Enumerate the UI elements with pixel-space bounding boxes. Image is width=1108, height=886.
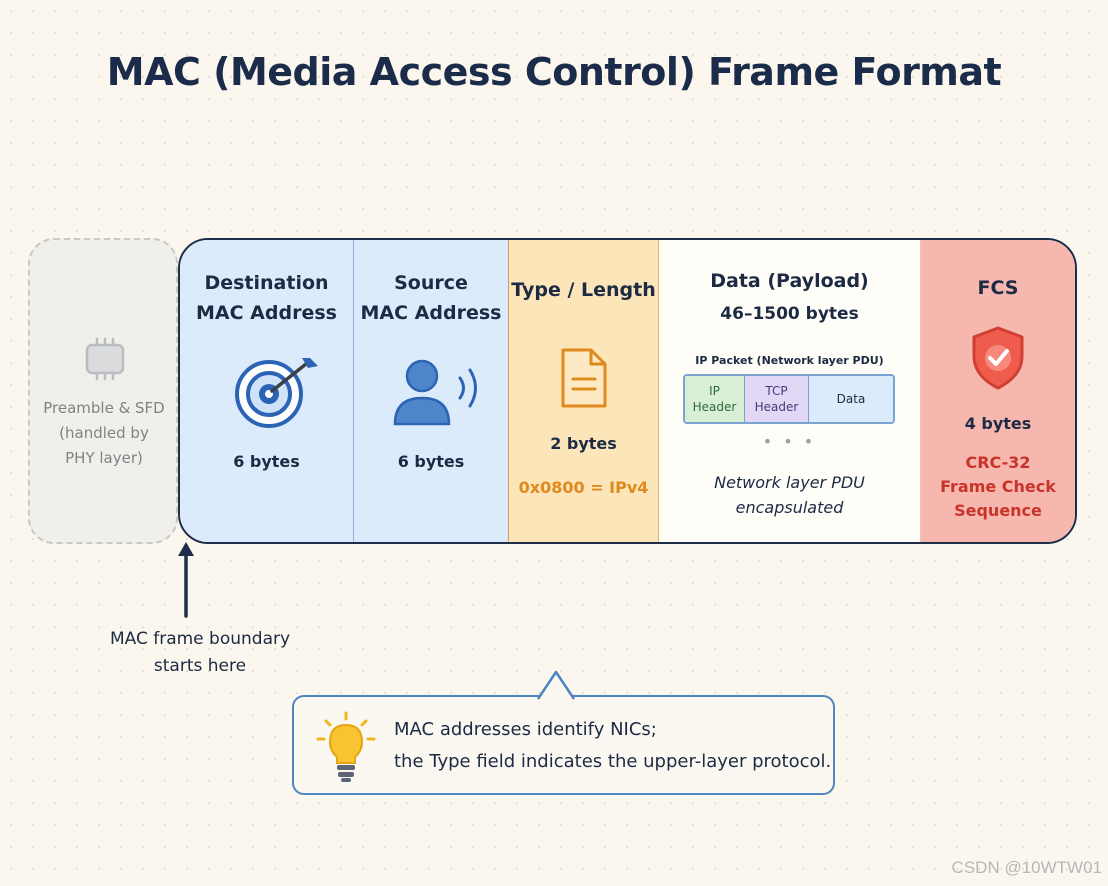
- destination-name: Destination MAC Address: [180, 268, 353, 328]
- source-name: Source MAC Address: [354, 268, 508, 328]
- tcp-header-cell: TCP Header: [745, 376, 809, 422]
- note-line-1: MAC addresses identify NICs;: [394, 719, 657, 740]
- field-data-payload: Data (Payload) 46–1500 bytes IP Packet (…: [659, 240, 921, 542]
- type-example: 0x0800 = IPv4: [518, 478, 649, 497]
- data-size: 46–1500 bytes: [720, 304, 859, 324]
- type-name: Type / Length: [511, 279, 656, 301]
- boundary-label: MAC frame boundary starts here: [100, 626, 300, 680]
- source-name-line-2: MAC Address: [360, 302, 502, 324]
- ip-header-line-1: IP: [709, 384, 720, 398]
- watermark: CSDN @10WTW01: [951, 858, 1102, 877]
- ip-packet-box: IP Header TCP Header Data: [683, 374, 895, 424]
- fcs-description: CRC-32 Frame Check Sequence: [921, 451, 1075, 523]
- page-title: MAC (Media Access Control) Frame Format: [106, 50, 1002, 94]
- note-line-2: the Type field indicates the upper-layer…: [394, 751, 832, 772]
- fcs-size: 4 bytes: [964, 414, 1032, 433]
- shield-check-icon: [972, 326, 1024, 390]
- destination-name-line-2: MAC Address: [196, 302, 337, 324]
- data-note-line-2: encapsulated: [735, 498, 844, 517]
- field-type-length: Type / Length 2 bytes 0x0800 = IPv4: [509, 240, 659, 542]
- tcp-header-line-1: TCP: [765, 384, 788, 398]
- field-fcs: FCS 4 bytes CRC-32 Frame Check Sequence: [921, 240, 1075, 542]
- data-note: Network layer PDU encapsulated: [659, 470, 920, 520]
- ip-packet-caption: IP Packet (Network layer PDU): [695, 354, 884, 367]
- ip-header-cell: IP Header: [685, 376, 745, 422]
- boundary-line-2: starts here: [153, 656, 247, 676]
- ip-header-line-2: Header: [692, 400, 737, 414]
- inner-data-cell: Data: [809, 376, 893, 422]
- fcs-name: FCS: [977, 277, 1019, 299]
- field-destination-mac: Destination MAC Address 6 bytes: [180, 240, 354, 542]
- user-broadcast-icon: [393, 359, 477, 426]
- fcs-desc-line-2: Frame Check: [940, 477, 1056, 496]
- document-icon: [561, 348, 607, 408]
- preamble-block: Preamble & SFD (handled by PHY layer): [28, 238, 178, 544]
- boundary-arrow-icon: [178, 542, 194, 618]
- destination-size: 6 bytes: [233, 452, 300, 471]
- boundary-line-1: MAC frame boundary: [109, 629, 291, 649]
- data-note-line-1: Network layer PDU: [714, 473, 865, 492]
- preamble-line-2: (handled by: [59, 424, 149, 442]
- type-size: 2 bytes: [550, 434, 617, 453]
- fcs-desc-line-3: Sequence: [954, 501, 1042, 520]
- source-name-line-1: Source: [394, 272, 468, 294]
- destination-name-line-1: Destination: [204, 272, 329, 294]
- note-callout: MAC addresses identify NICs; the Type fi…: [292, 670, 835, 795]
- preamble-label: Preamble & SFD (handled by PHY layer): [36, 396, 172, 471]
- tcp-header-line-2: Header: [754, 400, 799, 414]
- fcs-desc-line-1: CRC-32: [965, 453, 1031, 472]
- target-icon: [235, 358, 318, 428]
- callout-pointer: [536, 670, 576, 700]
- mac-frame: Destination MAC Address 6 bytes Source M…: [178, 238, 1077, 544]
- preamble-line-3: PHY layer): [65, 449, 143, 467]
- source-size: 6 bytes: [397, 452, 465, 471]
- field-source-mac: Source MAC Address 6 bytes: [354, 240, 509, 542]
- ellipsis-dots: • • •: [762, 432, 817, 451]
- chip-icon: [85, 337, 125, 381]
- data-name: Data (Payload): [710, 270, 869, 292]
- lightbulb-icon: [316, 711, 376, 782]
- preamble-line-1: Preamble & SFD: [43, 399, 165, 417]
